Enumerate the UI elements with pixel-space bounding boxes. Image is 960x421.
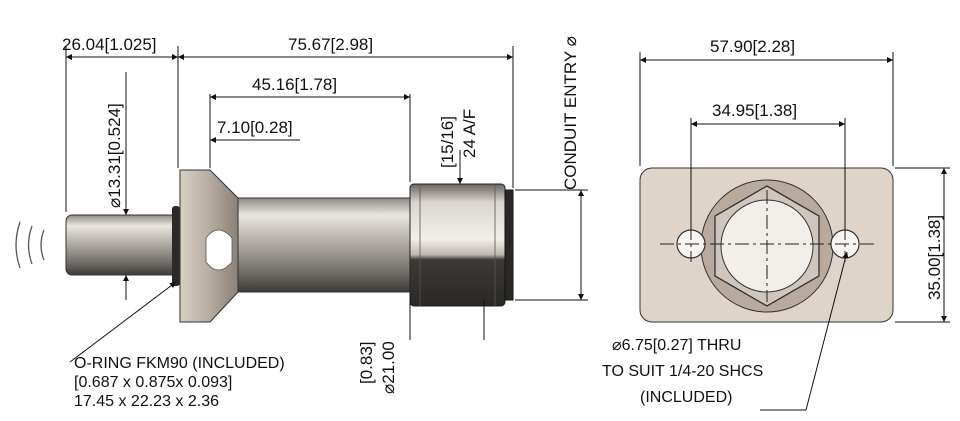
dim-flange-width: 57.90[2.28] (710, 37, 795, 56)
dim-body-dia-imperial: [0.83] (357, 341, 376, 384)
dim-flange-height: 35.00[1.38] (925, 215, 944, 300)
dim-hex-inch: [15/16] (438, 116, 457, 168)
dim-probe-diameter: ⌀13.31[0.524] (105, 103, 124, 208)
side-view (15, 169, 514, 323)
side-dimensions (65, 46, 588, 363)
hex-nut (409, 183, 506, 307)
dim-body-dia-metric: ⌀21.00 (379, 341, 398, 394)
thru-note-line2: TO SUIT 1/4-20 SHCS (602, 363, 763, 380)
thru-note-line1: ⌀6.75[0.27] THRU (612, 337, 741, 354)
dim-hex-metric: 24 A/F (460, 109, 479, 158)
body (237, 197, 411, 293)
dim-probe-length: 26.04[1.025] (62, 35, 157, 54)
dim-overall-length: 75.67[2.98] (288, 35, 373, 54)
front-centerlines (660, 190, 878, 302)
o-ring (172, 206, 180, 286)
oring-note-line1: O-RING FKM90 (INCLUDED) (74, 355, 285, 372)
dim-flange-offset: 7.10[0.28] (217, 118, 293, 137)
dim-conduit-entry: CONDUIT ENTRY ⌀ (561, 36, 580, 190)
front-dimensions (639, 52, 950, 411)
oring-note-line2: [0.687 x 0.875x 0.093] (74, 374, 232, 391)
thru-note-line3: (INCLUDED) (640, 389, 732, 406)
probe (65, 214, 179, 276)
conduit-end (504, 189, 514, 301)
sensing-field-icon (15, 221, 45, 269)
dim-bolt-spacing: 34.95[1.38] (712, 101, 797, 120)
dim-body-length: 45.16[1.78] (252, 75, 337, 94)
oring-note-line3: 17.45 x 22.23 x 2.36 (74, 393, 219, 410)
